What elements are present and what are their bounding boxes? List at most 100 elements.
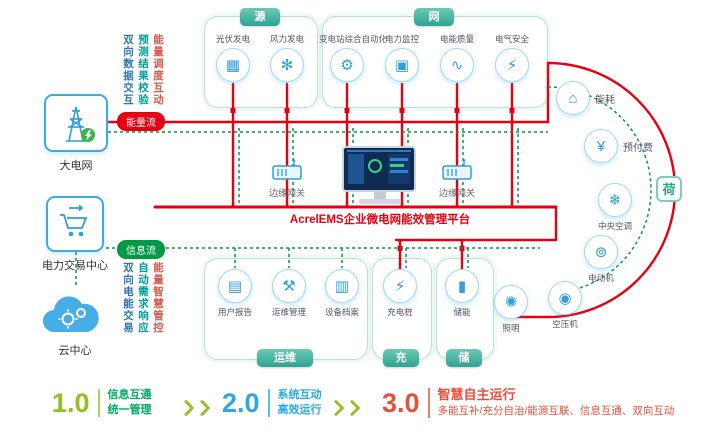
motor-icon: ⊚ — [584, 235, 618, 269]
monitor-bar-3 — [390, 170, 408, 173]
wind-turbine-icon: ✻ — [270, 48, 304, 82]
gear-icon: ⚙ — [330, 48, 364, 82]
note-grid-2: 预测结果校验 — [137, 34, 149, 106]
section-title-grid: 网 — [414, 8, 454, 26]
node-power-quality-label: 电能质量 — [439, 34, 474, 44]
legend-arrow-2-icon — [327, 399, 362, 417]
node-wind: 风力发电 ✻ — [259, 33, 315, 85]
section-title-charge: 充 — [383, 349, 419, 367]
waveform-glyph: ∿ — [450, 56, 464, 74]
node-prepaid: ¥ 预付费 — [584, 126, 653, 166]
node-air-compressor: ◉ 空压机 — [537, 278, 593, 330]
node-power-quality: 电能质量 ∿ — [429, 33, 485, 85]
node-prepaid-label: 预付费 — [623, 142, 653, 154]
battery-icon: ▮ — [445, 269, 479, 303]
wind-turbine-glyph: ✻ — [280, 56, 294, 74]
node-equipment-archive-label: 设备档案 — [324, 307, 359, 317]
node-charging-pile-label: 充电桩 — [387, 307, 413, 317]
legend-2-line-1: 系统互动 — [277, 389, 322, 401]
node-air-compressor-label: 空压机 — [552, 319, 578, 329]
node-om-management: ⚒ 运维管理 — [261, 266, 317, 318]
note-trade-3: 能量智慧管控 — [152, 262, 164, 334]
note-trade-2: 自动需求响应 — [137, 262, 149, 334]
section-title-load: 荷 — [656, 176, 682, 202]
note-trade-1: 双向电能交易 — [122, 262, 134, 334]
legend-3-text: 智慧自主运行 多能互补/充分自治/能源互联、信息互通、双向互动 — [438, 387, 675, 419]
node-electrical-safety: 电气安全 ⚡ — [484, 33, 540, 85]
gear-glyph: ⚙ — [340, 56, 354, 74]
waveform-icon: ∿ — [440, 48, 474, 82]
snowflake-icon: ❄ — [598, 183, 632, 217]
legend-1-line-1: 信息互通 — [107, 389, 152, 401]
legend-3-divider — [427, 388, 430, 418]
legend-1-version: 1.0 — [52, 387, 90, 418]
compressor-glyph: ◉ — [558, 289, 572, 307]
node-central-ac: ❄ 中央空调 — [587, 180, 643, 232]
node-equipment-archive: ▥ 设备档案 — [314, 266, 370, 318]
monitor-glyph: ▣ — [394, 56, 410, 74]
solar-panel-glyph: ▦ — [225, 56, 241, 74]
lightning-icon: ⚡ — [495, 48, 529, 82]
node-substation-label: 变电站综合自动化 — [319, 34, 388, 44]
legend-item-1: 1.0 信息互通 统一管理 — [52, 388, 152, 418]
edge-gateway-left-icon — [272, 159, 302, 180]
info-flow-badge: 信息流 — [117, 240, 165, 259]
node-lighting: ✺ 照明 — [483, 282, 539, 334]
compressor-icon: ◉ — [548, 281, 582, 315]
legend-2-line-2: 高效运行 — [277, 404, 322, 416]
panel-charge — [372, 258, 432, 360]
node-power-monitoring: 电力监控 ▣ — [374, 33, 430, 85]
monitor-bar-2 — [390, 164, 404, 167]
note-grid-1: 双向数据交互 — [122, 34, 134, 106]
monitor-bar-1 — [390, 158, 408, 161]
battery-glyph: ▮ — [457, 277, 467, 295]
big-grid-label: 大电网 — [59, 160, 93, 172]
node-user-report-label: 用户报告 — [217, 307, 252, 317]
node-motor: ⊚ 电动机 — [573, 232, 629, 284]
snowflake-glyph: ❄ — [608, 191, 622, 209]
monitor-gauge — [368, 159, 382, 173]
node-power-monitoring-label: 电力监控 — [384, 34, 419, 44]
legend-2-version: 2.0 — [222, 387, 260, 418]
edge-gateway-right-label: 边缘网关 — [438, 188, 475, 198]
note-grid-3: 能量调度互动 — [152, 34, 164, 106]
cloud-center-label: 云中心 — [58, 345, 92, 357]
monitor-left-widget — [348, 154, 364, 184]
bulb-icon: ✺ — [494, 285, 528, 319]
platform-title: AcrelEMS企业微电网能效管理平台 — [289, 214, 471, 226]
legend-3-line-2: 多能互补/充分自治/能源互联、信息互通、双向互动 — [437, 405, 675, 417]
node-om-management-label: 运维管理 — [271, 307, 306, 317]
trade-center-label: 电力交易中心 — [42, 260, 108, 272]
monitor-icon: ▣ — [385, 48, 419, 82]
monitor-stand — [374, 190, 386, 199]
legend-2-divider — [267, 389, 270, 417]
legend-item-2: 2.0 系统互动 高效运行 — [222, 388, 322, 418]
section-title-source: 源 — [240, 8, 280, 26]
panel-storage — [436, 258, 494, 360]
section-title-om: 运维 — [257, 349, 313, 367]
lightning-glyph: ⚡ — [506, 56, 518, 74]
building-glyph: ⌂ — [568, 89, 578, 107]
building-icon: ⌂ — [556, 81, 590, 115]
monitor-base — [359, 199, 401, 204]
node-pv: 光伏发电 ▦ — [205, 33, 261, 85]
yen-glyph: ¥ — [596, 137, 606, 155]
archive-glyph: ▥ — [334, 277, 350, 295]
node-user-report: ▤ 用户报告 — [207, 266, 263, 318]
node-energy-consumption-label: 能耗 — [595, 94, 615, 106]
energy-flow-badge: 能量流 — [117, 112, 165, 131]
charger-glyph: ⚡ — [394, 277, 406, 295]
motor-glyph: ⊚ — [594, 243, 608, 261]
legend-1-divider — [97, 389, 100, 417]
trade-center-box — [46, 196, 104, 252]
legend-3-version: 3.0 — [382, 387, 420, 418]
trade-cart-icon — [60, 204, 88, 237]
legend-1-text: 信息互通 统一管理 — [108, 388, 152, 418]
solar-panel-icon: ▦ — [216, 48, 250, 82]
node-charging-pile: ⚡ 充电桩 — [372, 266, 428, 318]
yen-icon: ¥ — [584, 129, 618, 163]
transmission-tower-icon — [66, 106, 95, 142]
report-glyph: ▤ — [227, 277, 243, 295]
monitor-topbar — [347, 150, 411, 152]
node-energy-consumption: ⌂ 能耗 — [556, 78, 615, 118]
